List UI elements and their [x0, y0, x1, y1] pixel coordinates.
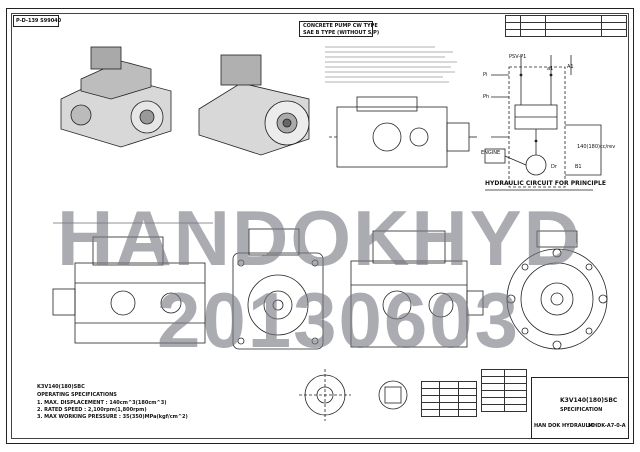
engine-label: ENGINE: [481, 150, 501, 156]
notes-text-block: [325, 46, 457, 83]
company-name: HAN DOK HYDRAULIC: [534, 423, 595, 429]
hydraulic-circuit: [484, 55, 602, 188]
pump-iso-view-left: [60, 46, 172, 148]
doc-code-box: P-D-139 S99040: [13, 15, 62, 27]
watermark-line2: 20130603: [157, 276, 521, 364]
pump-side-view: [52, 222, 213, 344]
port-label-pi: Pi: [483, 72, 488, 78]
pump-rear-view: [350, 230, 484, 348]
port-label-dr: Dr: [551, 164, 557, 170]
port-table: [420, 381, 478, 417]
spline-detail-view: [378, 380, 408, 410]
port-label-ph: Ph: [483, 94, 490, 100]
operating-specs: K3V140(180)SBC OPERATING SPECIFICATIONS …: [37, 385, 237, 429]
specs-line1: 1. MAX. DISPLACEMENT : 140cm^3(180cm^3): [37, 400, 167, 406]
pump-iso-view-right: [198, 54, 310, 156]
circuit-heading-underline: [485, 189, 593, 191]
watermark-line1: HANDOKHYD: [57, 194, 582, 282]
port-label-a1: A1: [567, 64, 574, 70]
specs-heading: OPERATING SPECIFICATIONS: [37, 392, 117, 398]
pump-front-view: [232, 228, 324, 350]
revision-table: [505, 15, 627, 37]
title-block-label: SPECIFICATION: [560, 407, 603, 413]
pump-top-view: [327, 96, 477, 168]
title-block-model: K3V140(180)SBC: [560, 397, 618, 404]
drawing-frame: [11, 13, 629, 439]
pump-type-line1: CONCRETE PUMP CW TYPE: [303, 23, 378, 29]
displacement-label: 140(180)cc/rev: [577, 144, 616, 150]
pump-type-line2: SAE B TYPE (WITHOUT S/P): [303, 30, 380, 36]
port-label-a1-lower: a1: [547, 66, 554, 72]
port-label-b1: B1: [575, 164, 582, 170]
drawing-number: MHDK-A7-0-A: [588, 423, 626, 429]
specs-model: K3V140(180)SBC: [37, 384, 85, 390]
pump-flange-view: [506, 230, 608, 350]
port-label-psv: PSV-P1: [509, 54, 527, 60]
pump-type-header: CONCRETE PUMP CW TYPE SAE B TYPE (WITHOU…: [299, 21, 379, 37]
notes-table: [481, 369, 527, 412]
drawing-sheet: P-D-139 S99040 CONCRETE PUMP CW TYPE SAE…: [6, 8, 634, 444]
shaft-detail-view: [299, 369, 351, 421]
circuit-heading: HYDRAULIC CIRCUIT FOR PRINCIPLE: [485, 180, 606, 187]
specs-line2: 2. RATED SPEED : 2,100rpm(1,800rpm): [37, 407, 147, 413]
doc-code: P-D-139 S99040: [16, 18, 62, 24]
title-block: K3V140(180)SBC SPECIFICATION HAN DOK HYD…: [531, 377, 629, 439]
specs-line3: 3. MAX WORKING PRESSURE : 35(350)MPa(kgf…: [37, 414, 188, 420]
